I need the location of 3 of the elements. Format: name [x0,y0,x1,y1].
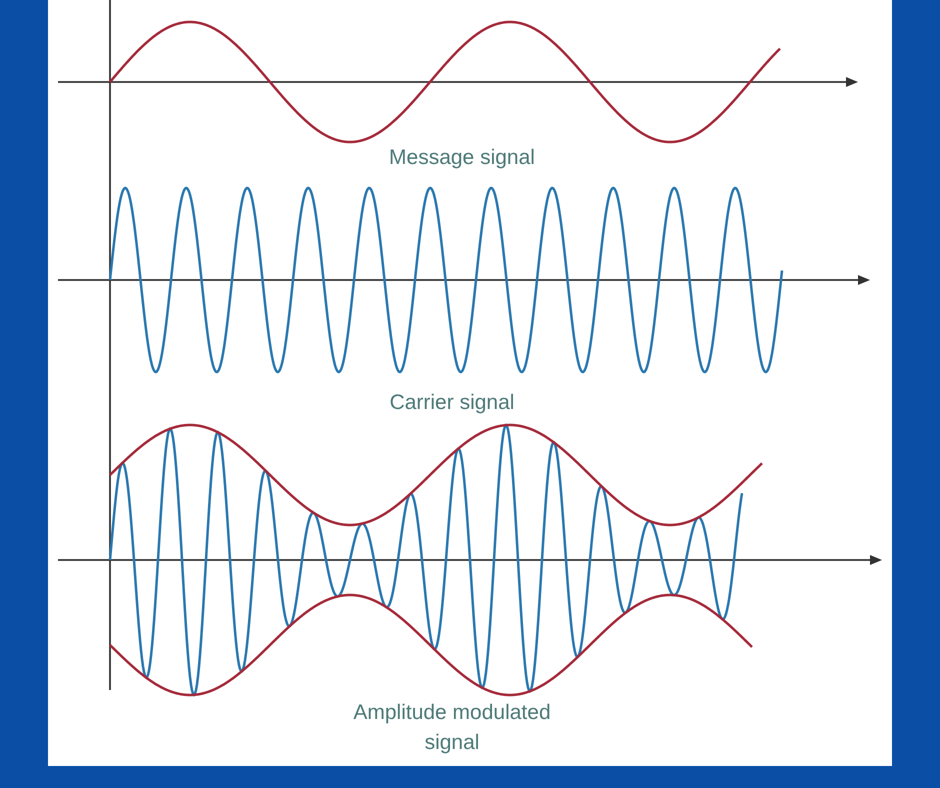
signal-label: Amplitude modulated signal [352,700,552,756]
signal-label: Carrier signal [388,390,516,416]
signal-label: Message signal [388,145,536,171]
